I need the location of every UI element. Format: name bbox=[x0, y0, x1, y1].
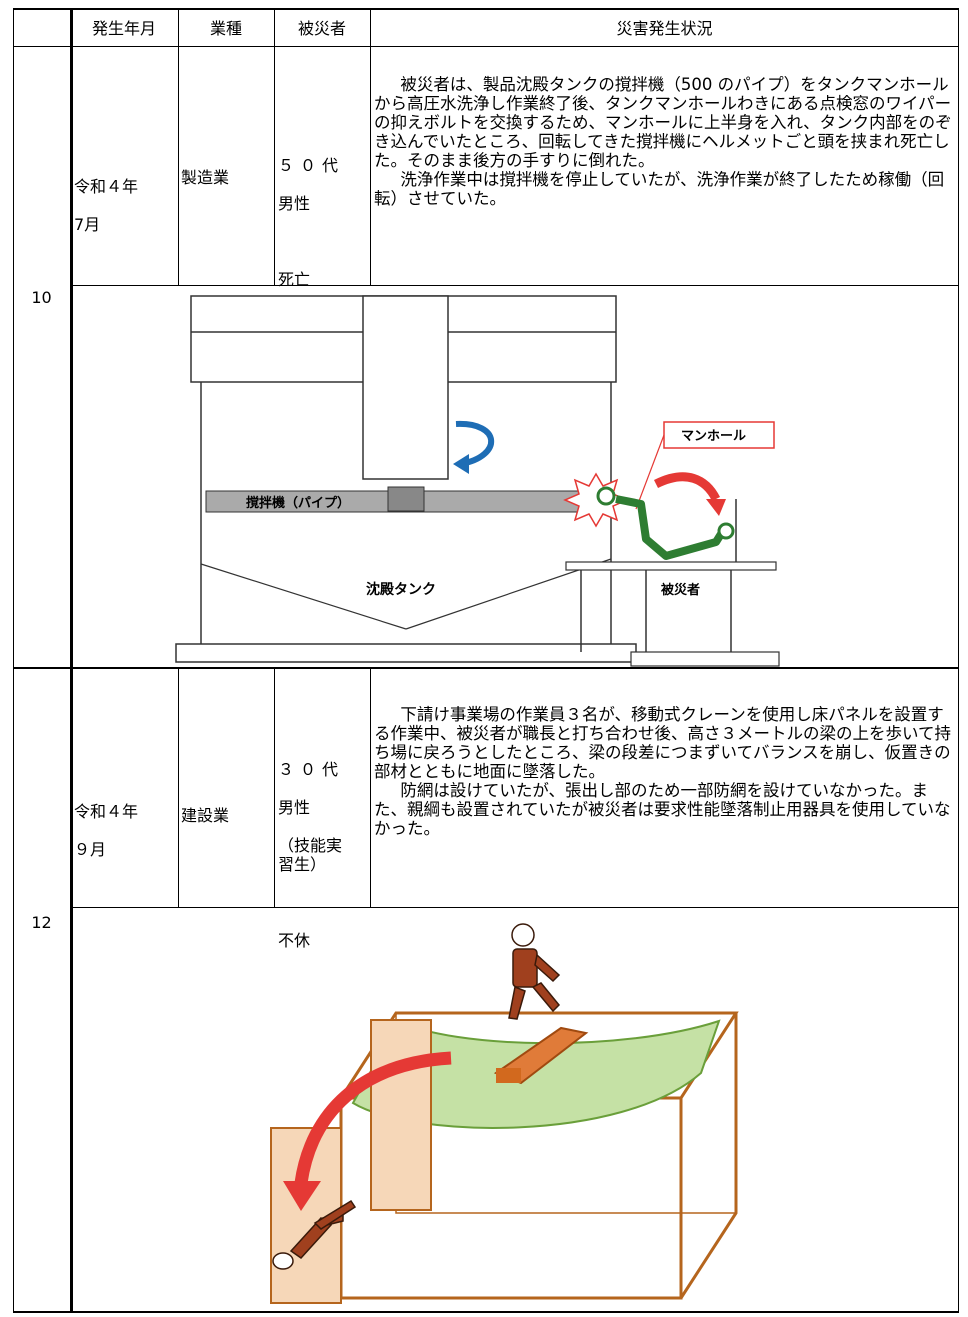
tank-accident-diagram: 撹拌機（パイプ） 沈殿タンク 被災者 マンホール bbox=[175, 295, 780, 667]
manhole-callout bbox=[663, 421, 775, 449]
case-industry: 製造業 bbox=[181, 168, 230, 187]
worker-standing bbox=[508, 923, 561, 1020]
header-date: 発生年月 bbox=[91, 19, 156, 38]
description-paragraph: 下請け事業場の作業員３名が、移動式クレーンを使用し床パネルを設置する作業中、被災… bbox=[374, 705, 952, 781]
date-month: ９月 bbox=[74, 840, 107, 859]
safety-net bbox=[351, 1019, 721, 1129]
platform bbox=[565, 561, 777, 571]
victim-role: （技能実習生） bbox=[278, 836, 343, 874]
worker-falling bbox=[272, 1199, 357, 1270]
victim-outcome: 死亡 bbox=[278, 270, 311, 289]
victim-age: ５０代 bbox=[278, 156, 345, 175]
drive-housing bbox=[362, 295, 449, 480]
date-month: 7月 bbox=[74, 215, 101, 234]
manhole-label: マンホール bbox=[681, 429, 746, 444]
accident-table: 発生年月 業種 被災者 災害発生状況 10 令和４年 7月 製造業 ５０代 男性… bbox=[13, 8, 959, 1313]
tank-label: 沈殿タンク bbox=[366, 581, 436, 598]
fall-accident-diagram bbox=[270, 923, 739, 1304]
worker-head bbox=[596, 486, 616, 506]
header-situation: 災害発生状況 bbox=[616, 19, 713, 38]
header-victim: 被災者 bbox=[297, 19, 346, 38]
agitator-label: 撹拌機（パイプ） bbox=[246, 495, 350, 511]
case-victim: ５０代 男性 死亡 bbox=[278, 137, 368, 308]
case-victim: ３０代 男性 （技能実習生） 不休 bbox=[278, 741, 368, 969]
fall-arrow-icon bbox=[294, 1051, 452, 1184]
rotation-arrow-icon bbox=[455, 420, 495, 467]
case-date: 令和４年 7月 bbox=[74, 158, 174, 253]
victim-outcome: 不休 bbox=[278, 931, 311, 950]
victim-sex: 男性 bbox=[278, 194, 311, 213]
case-description: 下請け事業場の作業員３名が、移動式クレーンを使用し床パネルを設置する作業中、被災… bbox=[374, 705, 954, 838]
description-paragraph: 洗浄作業中は撹拌機を停止していたが、洗浄作業が終了したため稼働（回転）させていた… bbox=[374, 170, 945, 208]
case-industry: 建設業 bbox=[181, 806, 230, 825]
victim-label: 被災者 bbox=[660, 582, 700, 598]
date-year: 令和４年 bbox=[74, 177, 139, 196]
case-description: 被災者は、製品沈殿タンクの撹拌機（500 のパイプ）をタンクマンホールから高圧水… bbox=[374, 75, 954, 208]
header-number bbox=[13, 8, 70, 46]
date-year: 令和４年 bbox=[74, 802, 139, 821]
impact-burst-icon bbox=[563, 472, 629, 528]
victim-sex: 男性 bbox=[278, 798, 311, 817]
case-number: 12 bbox=[31, 913, 52, 932]
worker-body bbox=[615, 495, 725, 560]
fall-arrow-icon bbox=[653, 472, 721, 502]
victim-age: ３０代 bbox=[278, 760, 345, 779]
case-date: 令和４年 ９月 bbox=[74, 783, 174, 878]
header-industry: 業種 bbox=[209, 19, 242, 38]
case-number: 10 bbox=[31, 288, 52, 307]
description-paragraph: 防網は設けていたが、張出し部のため一部防網を設けていなかった。また、親綱も設置さ… bbox=[374, 781, 951, 838]
description-paragraph: 被災者は、製品沈殿タンクの撹拌機（500 のパイプ）をタンクマンホールから高圧水… bbox=[374, 75, 952, 170]
column-rear bbox=[370, 1019, 432, 1211]
